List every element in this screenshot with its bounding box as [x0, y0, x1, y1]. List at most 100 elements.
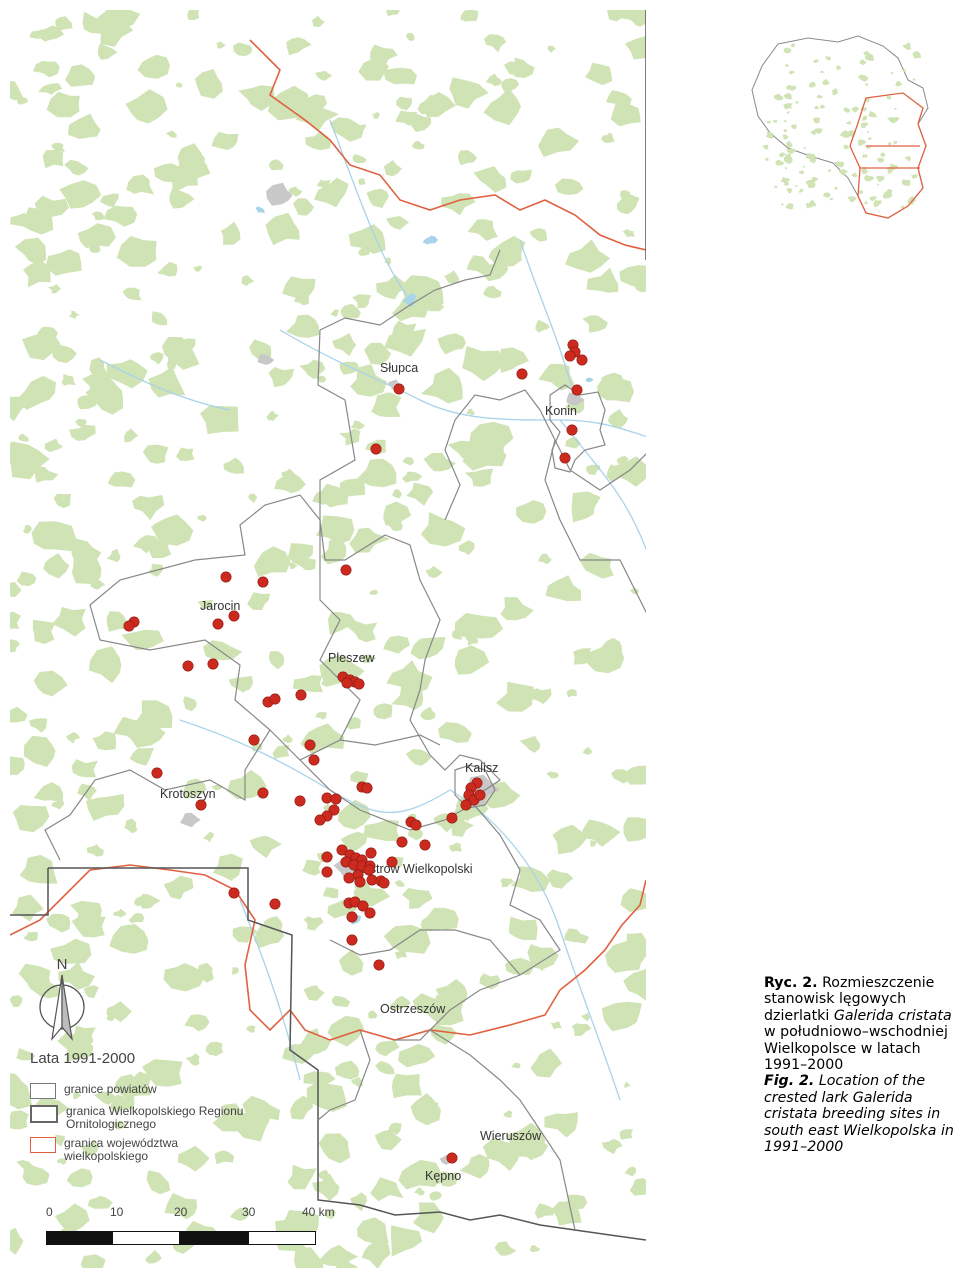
inset-forest-patch — [862, 153, 868, 158]
forest-patch — [107, 471, 136, 488]
inset-forest-patch — [778, 152, 787, 158]
forest-patch — [601, 132, 615, 143]
forest-patch — [196, 962, 214, 983]
legend-item-county-borders: granice powiatów — [30, 1083, 320, 1099]
forest-patch — [566, 689, 577, 698]
inset-forest-patch — [784, 63, 790, 67]
forest-patch — [163, 963, 206, 992]
forest-patch — [10, 706, 28, 723]
forest-patch — [88, 646, 122, 684]
borders — [10, 10, 646, 1241]
breeding-site-marker — [460, 799, 472, 811]
inset-forest-patch — [794, 185, 798, 187]
forest-patch — [93, 1091, 118, 1105]
forest-patch — [373, 703, 393, 720]
forest-patch — [50, 938, 92, 964]
forest-patch — [500, 878, 515, 888]
forest-patch — [85, 794, 125, 821]
inset-forest-patch — [860, 122, 869, 129]
forest-patch — [121, 629, 164, 650]
scale-label-10: 10 — [110, 1205, 124, 1219]
forest-patch — [57, 1158, 67, 1165]
forest-patch — [77, 223, 116, 249]
forest-patch — [611, 769, 630, 784]
forest-patch — [203, 831, 215, 843]
forest-patch — [331, 995, 351, 1008]
forest-patch — [229, 1207, 250, 1221]
forest-patch — [122, 287, 142, 301]
forest-patch — [619, 265, 646, 288]
scale-label-0: 0 — [46, 1205, 53, 1219]
forest-patch — [109, 1094, 135, 1113]
forest-patch — [529, 228, 548, 242]
forest-patch — [317, 1169, 332, 1182]
map[interactable]: SłupcaKoninKołoTurekJarocinPleszewKalisz… — [10, 10, 646, 1268]
forest-patch — [351, 1077, 363, 1088]
forest-patch — [401, 471, 423, 483]
forest-patch — [534, 1203, 555, 1219]
town-label: Pleszew — [328, 651, 376, 665]
forest-patch — [425, 566, 443, 579]
forest-patch — [306, 1081, 348, 1112]
forest-patch — [32, 61, 60, 78]
forest-patch — [398, 1159, 443, 1190]
inset-forest-patch — [900, 205, 905, 209]
forest-patch — [68, 113, 101, 139]
breeding-site-marker — [123, 620, 135, 632]
forest-patch — [302, 859, 322, 876]
breeding-site-marker — [357, 900, 369, 912]
inset-forest-patch — [814, 128, 823, 134]
breeding-site-marker — [346, 911, 358, 923]
forest-patch — [485, 73, 502, 87]
forest-patch — [462, 346, 506, 382]
konin-city-border — [549, 384, 606, 473]
inset-forest-patch — [857, 139, 867, 147]
forest-patch — [282, 276, 316, 299]
forest-patch — [142, 444, 169, 464]
scale-segment-2 — [112, 1231, 180, 1245]
breeding-site-marker — [295, 689, 307, 701]
forest-patch — [369, 589, 378, 595]
breeding-site-marker — [151, 767, 163, 779]
forest-patch — [132, 535, 161, 554]
inset-forest-patch — [867, 137, 872, 140]
forest-patch — [473, 616, 495, 632]
forest-patch — [288, 186, 303, 197]
forest-patch — [66, 1168, 93, 1188]
forest-patch — [303, 916, 324, 931]
forest-patch — [623, 817, 646, 842]
caption-pl-species: Galerida cristata — [833, 1007, 952, 1024]
forest-patch — [103, 205, 138, 227]
forest-patch — [151, 311, 168, 326]
forest-patch — [572, 648, 592, 665]
forest-patch — [10, 441, 50, 480]
forest-patch — [22, 334, 61, 361]
forest-patch — [423, 300, 445, 312]
forest-patch — [183, 696, 197, 712]
inset-forest-patch — [866, 130, 869, 133]
forest-patch — [340, 831, 368, 852]
forest-patch — [119, 10, 129, 17]
forest-patch — [142, 1059, 183, 1087]
inset-forest-patch — [798, 170, 805, 175]
forest-patch — [10, 756, 25, 775]
forest-patch — [437, 333, 466, 355]
inset-forest-patch — [843, 107, 851, 113]
forest-patch — [149, 352, 164, 365]
forest-patch — [315, 375, 326, 383]
forest-patch — [28, 718, 48, 733]
forest-patch — [392, 1073, 422, 1099]
forest-patch — [272, 745, 290, 759]
breeding-site-marker — [393, 383, 405, 395]
breeding-site-marker — [257, 576, 269, 588]
breeding-site-marker — [474, 789, 486, 801]
forest-patch — [93, 14, 134, 47]
forest-patch — [550, 1021, 563, 1030]
forest-patch — [623, 968, 646, 1001]
forest-patch — [145, 1249, 162, 1264]
forest-patch — [248, 493, 258, 504]
forest-patch — [106, 1001, 132, 1023]
forest-patch — [356, 458, 397, 488]
forest-patch — [547, 869, 574, 889]
forest-areas — [10, 10, 646, 1268]
